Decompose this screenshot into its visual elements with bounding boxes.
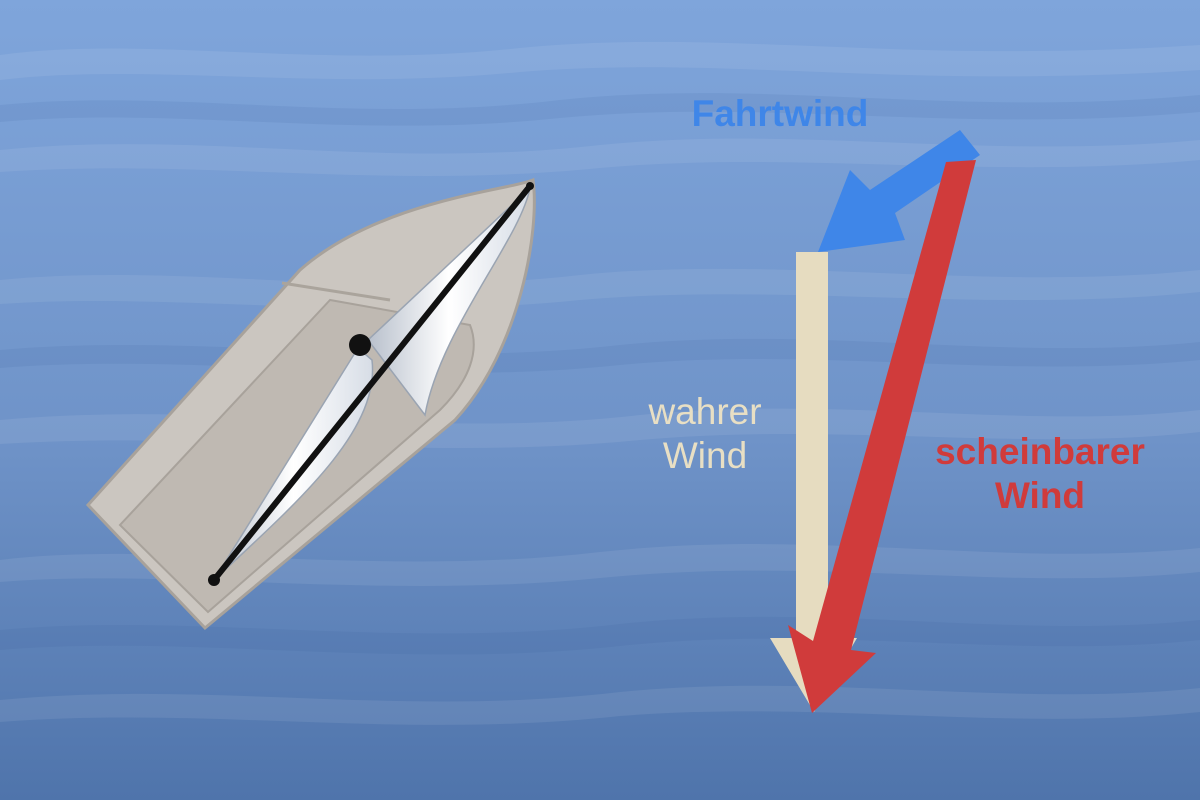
mast — [349, 334, 371, 356]
boom — [211, 183, 533, 583]
jib-sail — [366, 185, 532, 417]
true-wind-arrow — [770, 252, 857, 712]
fahrtwind-label: Fahrtwind — [691, 93, 869, 134]
bow-fitting — [526, 182, 534, 190]
true-wind-label: wahrer Wind — [600, 390, 810, 478]
apparent-wind-label: scheinbarer Wind — [910, 430, 1170, 518]
apparent-wind-label-line-1: scheinbarer — [935, 431, 1145, 472]
true-wind-label-line-2: Wind — [662, 435, 748, 476]
boom-end — [208, 574, 220, 586]
boat-deck-line — [281, 281, 391, 302]
apparent-wind-arrow — [788, 160, 976, 713]
sailboat — [85, 177, 536, 631]
fahrtwind-arrow — [818, 130, 980, 252]
true-wind-label-line-1: wahrer — [648, 391, 762, 432]
apparent-wind-label-line-2: Wind — [994, 475, 1086, 516]
